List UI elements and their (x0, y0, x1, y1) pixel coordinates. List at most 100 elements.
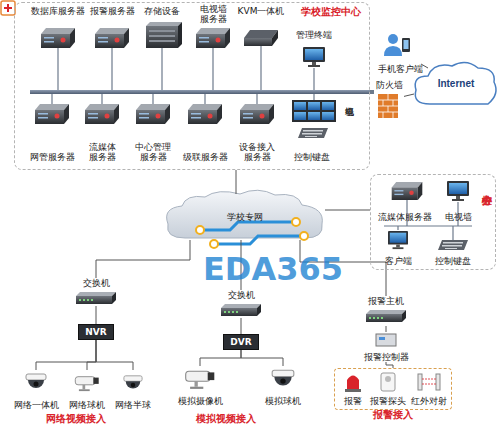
connector-line (96, 306, 97, 324)
center-bus (101, 94, 102, 104)
alarm-controller-icon (376, 334, 396, 346)
node-label: 报警控制器 (360, 352, 412, 362)
server-icons (188, 104, 222, 124)
server-device: 电视墙 服务器 (194, 4, 232, 50)
center-bus (260, 46, 261, 90)
storage-icon (149, 40, 175, 42)
branch-center-icons (452, 226, 453, 240)
branch-center-icons (438, 240, 468, 250)
node-label: 模拟摄像机 (174, 396, 226, 406)
connector-line (241, 318, 242, 334)
tv-wall-device: 电视墙 (440, 178, 476, 222)
node-label: 手机客户端 (372, 64, 428, 74)
connector-line (370, 90, 374, 94)
alarm-device-icons (422, 379, 436, 380)
node-label: 报警主机 (366, 296, 406, 306)
alarm-device-icons (422, 384, 436, 385)
connector-line (404, 94, 414, 96)
tv-wall-icon (322, 102, 334, 110)
center-bus (161, 48, 162, 90)
camera-icons (186, 371, 215, 389)
center-bus (51, 94, 52, 104)
corner-icon (4, 4, 12, 12)
kvm-icon (244, 30, 278, 46)
alarm-device: 报警 (338, 372, 368, 406)
node-label: 报警接入 (335, 410, 451, 420)
node-label: 红外对射 (410, 396, 448, 406)
center-bus (152, 94, 153, 104)
firewall-icon (383, 100, 384, 106)
firewall-device: 防火墙 (374, 80, 404, 120)
server-device: 级联服务器 (180, 100, 230, 162)
switch-icons (221, 304, 261, 316)
kvm-icon (244, 30, 278, 38)
center-bus (57, 48, 58, 90)
node-label: 网络球机 (66, 400, 108, 410)
camera-icons (26, 374, 46, 388)
server-icons (392, 182, 423, 200)
firewall-icon (378, 94, 398, 118)
monitor-center-group: 学校监控中心数据库服务器报警服务器存储设备电视墙 服务器KVM一体机管理终端网管… (14, 2, 370, 170)
node-label: 网络一体机 (12, 400, 60, 410)
node-label: KVM一体机 (236, 6, 286, 16)
camera-device: 网络半球 (112, 370, 154, 410)
recorder-box: NVR (78, 324, 114, 340)
switch-device: 交换机 (72, 278, 120, 306)
node-label: 控制键盘 (430, 256, 476, 266)
center-bus (30, 46, 370, 104)
phone-client-icon (402, 38, 410, 52)
server-icons (196, 28, 230, 48)
terminal-icon (303, 47, 325, 67)
tv-wall-icon (308, 102, 320, 110)
phone-client-icon (384, 34, 410, 56)
camera-device: 模拟摄像机 (174, 366, 226, 406)
center-bus (111, 48, 112, 90)
watermark-logo (210, 240, 218, 248)
node-label: 网络半球 (112, 400, 154, 410)
server-device: 设备接入 服务器 (234, 100, 280, 162)
network-cloud: 学校专网 (165, 194, 325, 240)
node-label: 报警服务器 (88, 6, 136, 16)
center-bus (212, 48, 213, 90)
phone-client: 手机客户端 (372, 30, 428, 74)
section-label: 网络视频接入 (46, 412, 106, 426)
branch-center-icons (388, 231, 408, 249)
firewall-icon (393, 112, 394, 118)
kvm-device: KVM一体机 (236, 6, 286, 50)
phone-client-icon (388, 34, 398, 44)
server-device: 报警服务器 (88, 6, 136, 50)
alarm-device-icons (436, 374, 440, 390)
camera-device: 模拟球机 (262, 366, 304, 406)
node-label: DVR (224, 337, 258, 347)
storage-icon (146, 26, 178, 48)
connector-line (200, 350, 241, 366)
camera-icons (26, 370, 294, 391)
storage-icon (149, 30, 175, 32)
server-icons (41, 28, 75, 48)
tv-wall-icon (308, 112, 320, 120)
watermark-logo (196, 218, 308, 248)
tv-wall-device: 电视墙 (342, 100, 358, 140)
alarm-device: 红外对射 (410, 372, 448, 406)
alarm-device-icons (385, 376, 391, 382)
node-label: 数据库服务器 (30, 6, 86, 16)
watermark: EDA365 (203, 250, 343, 288)
internet-cloud: Internet (414, 64, 498, 104)
tv-wall-icon (322, 112, 334, 120)
alarm-group: 报警接入报警报警探头红外对射 (334, 368, 452, 410)
corner-icon (1, 1, 15, 15)
alarm-host: 报警主机 (366, 296, 406, 326)
server-icons (136, 104, 170, 124)
connector-line (386, 326, 387, 332)
alarm-device-icons (418, 374, 422, 390)
branch-center-icons (397, 226, 398, 230)
storage-icon (146, 22, 182, 26)
server-device: 流媒体 服务器 (80, 100, 124, 162)
camera-device: 网络球机 (66, 370, 108, 410)
watermark-logo (300, 232, 308, 240)
kvm-icon (244, 38, 272, 46)
node-label: 存储设备 (140, 6, 184, 16)
firewall-icon (388, 94, 389, 100)
